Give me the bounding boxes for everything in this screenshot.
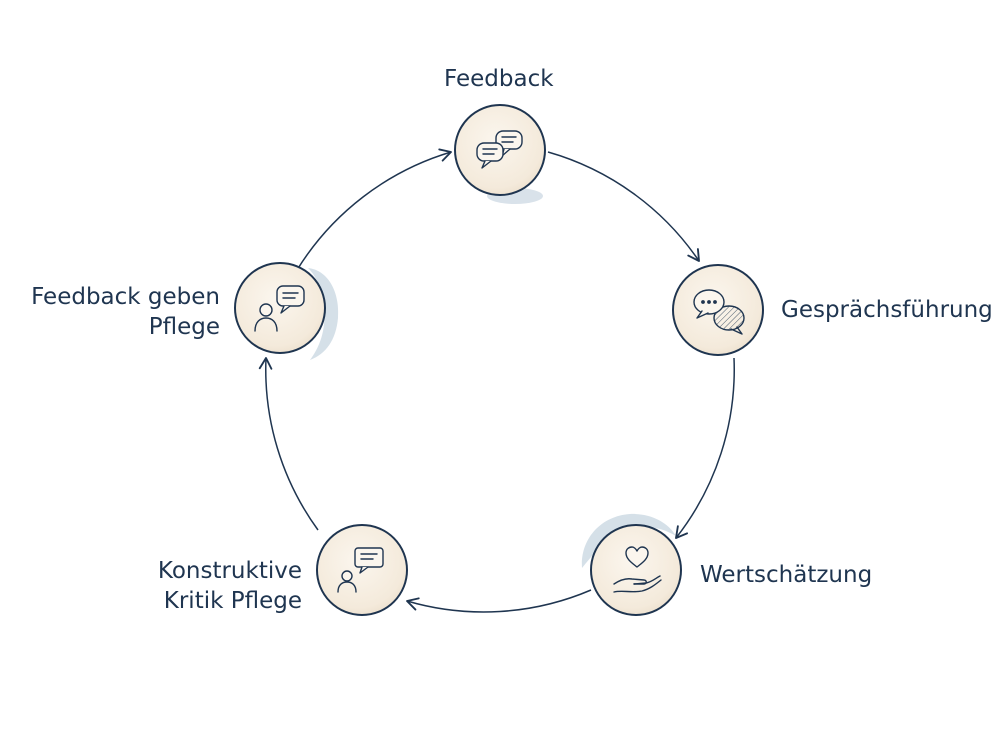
label-feedback-geben-line-2: Pflege (148, 314, 220, 340)
arrow-kritik-to-feedback-geben (258, 357, 319, 531)
label-feedback-geben: Feedback geben Pflege (31, 282, 220, 342)
node-wertschaetzung (581, 513, 682, 616)
speech-bubbles-icon (476, 130, 523, 169)
label-feedback-geben-line-1: Feedback geben (31, 284, 220, 310)
heart-hand-icon (613, 546, 662, 593)
label-feedback-line-1: Feedback (444, 66, 554, 92)
label-gespraechsfuehrung-line-1: Gesprächsführung (781, 297, 993, 323)
node-feedback-geben (234, 262, 339, 360)
label-konstruktive-kritik: Konstruktive Kritik Pflege (158, 556, 302, 616)
arrow-wertschaetzung-to-kritik (406, 589, 592, 613)
node-feedback (454, 104, 546, 204)
label-gespraechsfuehrung: Gesprächsführung (781, 295, 993, 325)
arrow-gespraechsfuehrung-to-wertschaetzung (675, 357, 735, 539)
label-feedback: Feedback (444, 64, 554, 94)
arrow-feedback-to-gespraechsfuehrung (547, 151, 700, 262)
node-gespraechsfuehrung (672, 264, 764, 356)
node-konstruktive-kritik (316, 524, 408, 616)
arrow-feedback-geben-to-feedback (296, 148, 452, 271)
person-speech-icon (337, 547, 384, 593)
label-konstruktive-kritik-line-1: Konstruktive (157, 558, 302, 584)
label-wertschaetzung: Wertschätzung (700, 560, 872, 590)
person-speech-icon (254, 285, 305, 332)
label-konstruktive-kritik-line-2: Kritik Pflege (163, 588, 302, 614)
chat-bubbles-icon (693, 289, 745, 335)
label-wertschaetzung-line-1: Wertschätzung (700, 562, 873, 588)
